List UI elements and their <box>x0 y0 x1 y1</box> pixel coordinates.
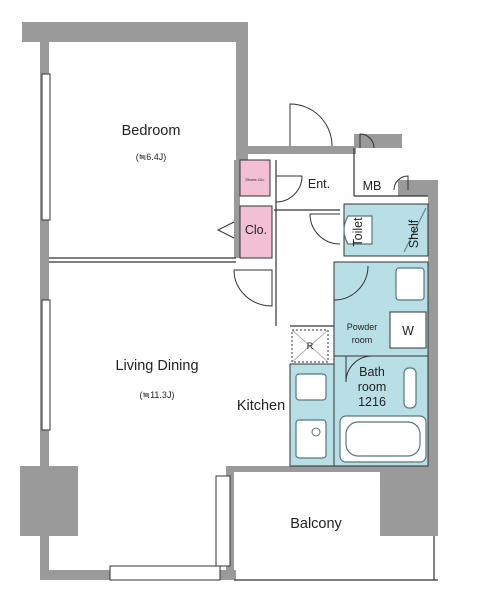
powder-room-label-1: Powder <box>347 322 378 332</box>
bedroom-label: Bedroom <box>122 123 181 139</box>
bedroom-right-wall <box>236 42 248 160</box>
mb-cap-wall <box>354 134 402 148</box>
living-dining-label: Living Dining <box>115 358 198 374</box>
entrance-top-wall <box>236 146 356 154</box>
fixtures <box>291 207 427 463</box>
right-column <box>380 466 438 536</box>
shoe-closet-area <box>239 159 271 197</box>
doors <box>233 103 409 383</box>
right-wall <box>428 196 438 466</box>
bath-mirror <box>403 367 417 409</box>
balcony-label: Balcony <box>290 516 342 532</box>
balcony-door-window <box>215 475 231 567</box>
ld-door <box>233 269 273 307</box>
balcony-divider <box>226 466 380 472</box>
mb-door <box>359 133 375 149</box>
inner-lines <box>49 148 438 581</box>
washer-label: W <box>402 324 414 338</box>
left-column <box>20 466 78 536</box>
closet-door-mark <box>216 221 235 239</box>
bathtub-inner <box>345 421 421 457</box>
closet-area <box>239 205 273 259</box>
powder-room-label-2: room <box>352 335 373 345</box>
ld-bottom-window <box>109 565 221 581</box>
stove <box>295 373 327 401</box>
entrance-door <box>289 103 333 147</box>
living-dining-area: (≒11.3J) <box>140 390 175 400</box>
powder-door <box>333 265 369 301</box>
hall-door <box>275 175 303 203</box>
kitchen-sink <box>295 419 327 459</box>
ld-window <box>41 299 51 431</box>
right-cap-wall <box>398 180 438 196</box>
tap-circle <box>311 427 321 437</box>
toilet-bowl <box>343 215 373 245</box>
bedroom-area: (≒6.4J) <box>136 152 167 162</box>
entrance-label: Ent. <box>308 177 330 191</box>
toilet-door <box>309 213 341 245</box>
mb-door-2 <box>393 175 409 191</box>
shelf-diagonal <box>403 207 427 253</box>
meter-box-label: MB <box>363 179 382 193</box>
kitchen-label: Kitchen <box>237 398 285 414</box>
toilet-area <box>343 203 429 257</box>
bathroom-label-1: Bath <box>359 365 385 379</box>
refrigerator-label: R <box>307 341 314 351</box>
shoe-closet-label: Shoes Clo. <box>245 177 265 182</box>
closet-left-wall <box>234 160 240 258</box>
shelf-label: Shelf <box>407 219 421 248</box>
windows <box>41 73 231 581</box>
top-wall <box>22 22 248 42</box>
sink-basin <box>395 267 425 301</box>
washer-box <box>389 311 427 349</box>
toilet-label: Toilet <box>351 217 365 247</box>
bedroom-window <box>41 73 51 221</box>
refrigerator-x2 <box>291 329 329 363</box>
bathroom-label-3: 1216 <box>358 395 386 409</box>
closet-label: Clo. <box>245 223 267 237</box>
bathroom-label-2: room <box>358 380 386 394</box>
bath-door <box>345 355 373 383</box>
